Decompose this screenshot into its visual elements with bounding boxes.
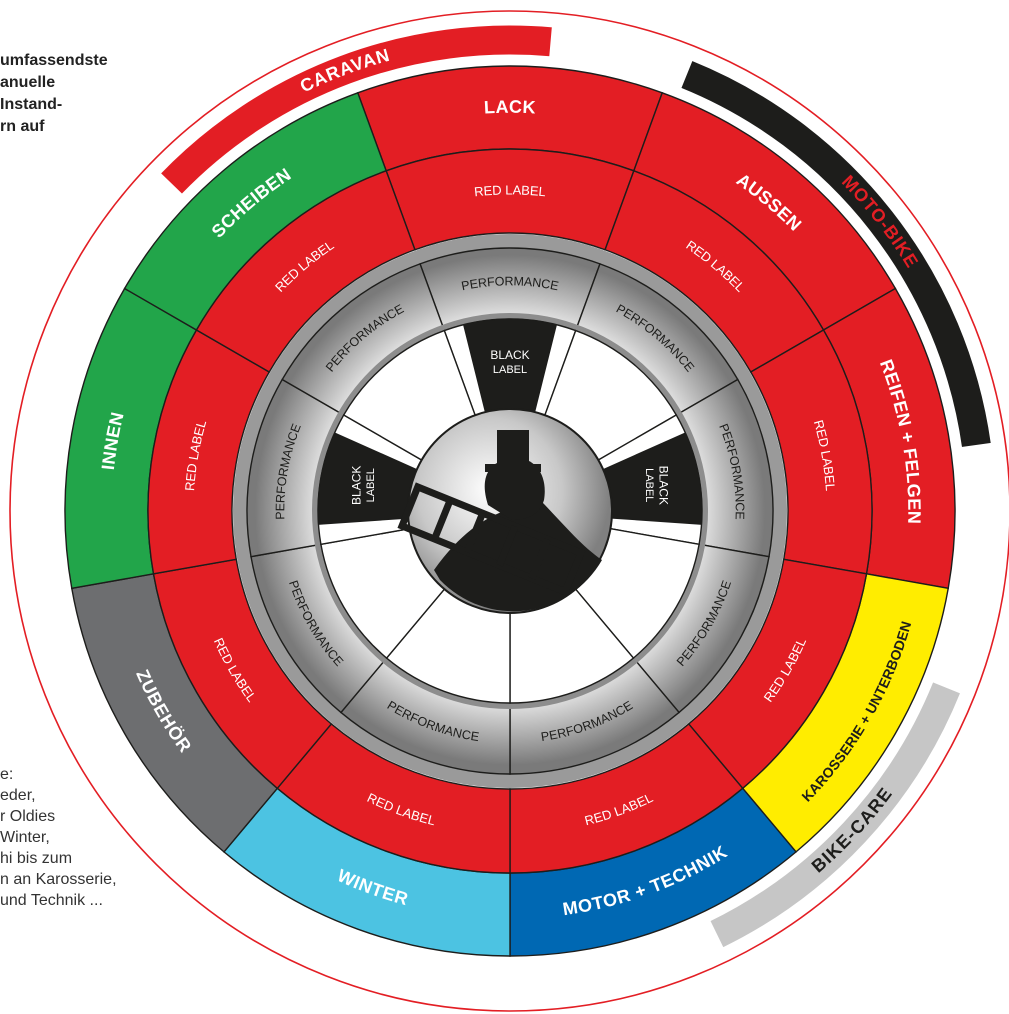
- red-label-segment: [195, 169, 416, 373]
- logo-ladder: [397, 482, 586, 597]
- side-line: und Technik ...: [0, 892, 103, 909]
- black-label-top: BLACK: [349, 466, 363, 505]
- performance-rim: [233, 234, 787, 788]
- outer-arc-bike-care: [709, 681, 962, 949]
- intro-line: umfassendste: [0, 52, 108, 69]
- guide-circle: [9, 10, 1009, 1012]
- intro-line: Instand-: [0, 96, 63, 113]
- logo-head: [484, 457, 545, 520]
- outer-arc-caravan: [159, 24, 553, 195]
- category-label-text: LACK: [483, 97, 536, 118]
- category-label: LACK: [483, 97, 536, 118]
- side-line: eder,: [0, 787, 36, 804]
- black-label-bottom: LABEL: [493, 364, 527, 376]
- side-text: e: eder, r Oldies Winter, hi bis zum n a…: [0, 764, 190, 911]
- outer-arc-moto-bike: [680, 59, 992, 449]
- intro-line: anuelle: [0, 74, 56, 91]
- inner-rim: [312, 313, 708, 709]
- side-line: e:: [0, 766, 14, 783]
- performance-label: PERFORMANCE: [460, 274, 560, 293]
- side-line: Winter,: [0, 829, 50, 846]
- black-label-top: BLACK: [490, 348, 529, 362]
- side-line: hi bis zum: [0, 850, 73, 867]
- performance-label-text: PERFORMANCE: [460, 274, 560, 293]
- black-label: BLACK LABEL: [490, 348, 529, 376]
- side-line: n an Karosserie,: [0, 871, 117, 888]
- intro-text: umfassendste anuelle Instand- rn auf: [0, 50, 160, 138]
- black-label-top: BLACK: [657, 466, 671, 505]
- black-label-bottom: LABEL: [365, 468, 377, 502]
- black-label-bottom: LABEL: [643, 468, 655, 502]
- red-label-text: RED LABEL: [473, 182, 546, 199]
- intro-line: rn auf: [0, 118, 45, 135]
- side-line: r Oldies: [0, 808, 56, 825]
- chimney-sweep-logo: [397, 408, 613, 614]
- red-label: RED LABEL: [473, 182, 546, 199]
- logo-hat-crown: [497, 430, 529, 468]
